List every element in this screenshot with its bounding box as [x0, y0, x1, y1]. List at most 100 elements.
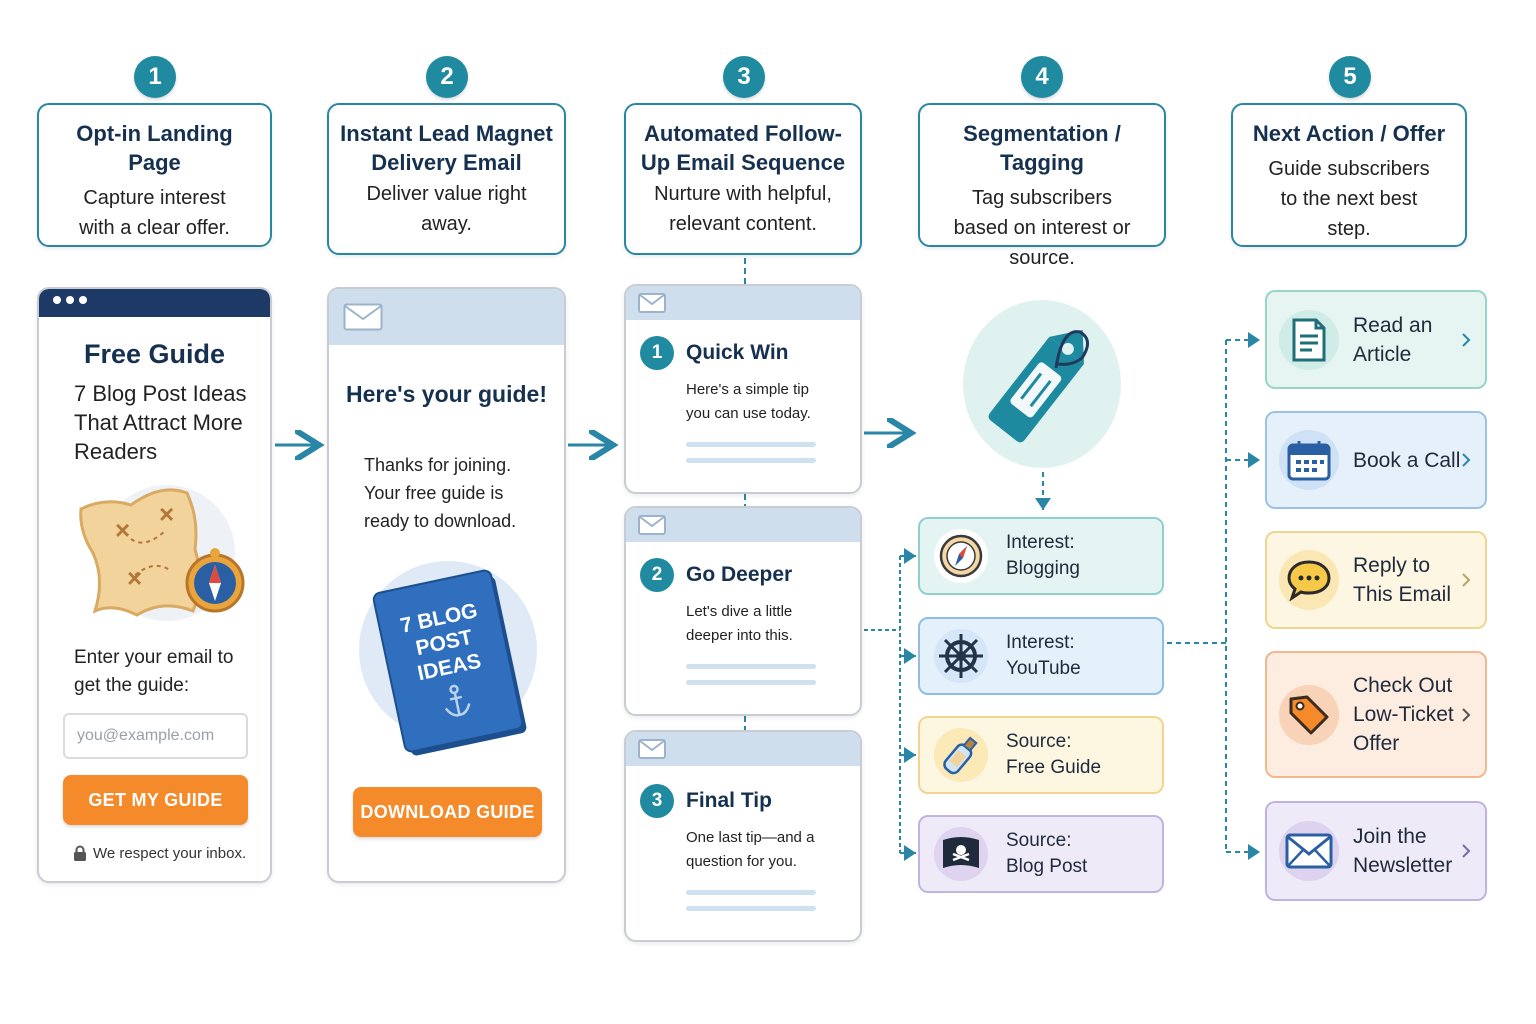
book-icon: 7 BLOG POST IDEAS	[373, 570, 523, 752]
privacy-note: We respect your inbox.	[73, 845, 246, 862]
landing-subtitle: 7 Blog Post Ideas That Attract More Read…	[74, 381, 247, 464]
delivery-body: Thanks for joining. Your free guide is r…	[364, 455, 517, 531]
tag-label: Interest:YouTube	[1006, 632, 1081, 679]
email-input[interactable]: you@example.com	[63, 713, 248, 759]
envelope-icon	[343, 303, 383, 331]
action-label: Reply to This Email	[1353, 554, 1452, 606]
chevron-right-icon	[1462, 573, 1471, 587]
step-description: Tag subscribers based on interest or sou…	[953, 187, 1131, 269]
text-line	[686, 890, 816, 895]
message-bottle-icon	[934, 728, 988, 782]
envelope-icon	[638, 293, 666, 313]
download-guide-button[interactable]: DOWNLOAD GUIDE	[353, 787, 542, 837]
svg-text:×: ×	[127, 563, 142, 593]
step-title: Instant Lead Magnet Delivery Email	[340, 121, 553, 175]
tag-interest-blogging: Interest:Blogging	[918, 517, 1164, 595]
step-header-4: Segmentation / Tagging Tag subscribers b…	[918, 103, 1166, 269]
step-number-5: 5	[1329, 56, 1371, 98]
step-number-4: 4	[1021, 56, 1063, 98]
sequence-email-1: 1 Quick Win Here's a simple tip you can …	[624, 284, 862, 494]
tag-label: Interest:Blogging	[1006, 532, 1080, 579]
book-title: 7 BLOG POST IDEAS	[398, 599, 484, 686]
chat-bubble-icon	[1279, 550, 1339, 610]
sequence-title: Quick Win	[686, 341, 789, 364]
email-header-bar	[626, 508, 860, 542]
envelope-icon	[638, 515, 666, 535]
chevron-right-icon	[1462, 453, 1471, 467]
action-label: Join the Newsletter	[1353, 825, 1453, 877]
pirate-flag-icon	[934, 827, 988, 881]
lock-icon	[74, 845, 86, 861]
sequence-number: 1	[640, 336, 674, 370]
sequence-title: Final Tip	[686, 789, 772, 812]
tag-label: Source:Free Guide	[1006, 731, 1102, 778]
text-line	[686, 458, 816, 463]
sequence-number: 3	[640, 784, 674, 818]
text-line	[686, 680, 816, 685]
step-title: Next Action / Offer	[1252, 121, 1446, 146]
compass-icon	[934, 529, 988, 583]
chevron-right-icon	[1462, 332, 1471, 347]
sequence-email-2: 2 Go Deeper Let's dive a little deeper i…	[624, 506, 862, 716]
treasure-map-icon: × × ×	[79, 485, 245, 621]
action-book-call[interactable]: Book a Call	[1265, 411, 1487, 509]
action-join-newsletter[interactable]: Join the Newsletter	[1265, 801, 1487, 901]
landing-title: Free Guide	[83, 339, 226, 369]
action-low-ticket-offer[interactable]: Check Out Low-Ticket Offer	[1265, 651, 1487, 778]
privacy-text: We respect your inbox.	[93, 845, 247, 862]
tag-label: Source:Blog Post	[1006, 830, 1088, 877]
calendar-icon	[1279, 430, 1339, 490]
sequence-title: Go Deeper	[686, 563, 793, 586]
email-prompt: Enter your email to get the guide:	[74, 647, 234, 696]
sequence-text: One last tip—and a question for you.	[686, 829, 815, 870]
step-number-3: 3	[723, 56, 765, 98]
delivery-email-mockup: Here's your guide! Thanks for joining. Y…	[327, 287, 566, 883]
envelope-icon	[638, 739, 666, 759]
text-line	[686, 906, 816, 911]
action-label: Read an Article	[1353, 313, 1433, 366]
action-reply-email[interactable]: Reply to This Email	[1265, 531, 1487, 629]
step-title: Automated Follow-Up Email Sequence	[640, 121, 846, 175]
get-my-guide-button[interactable]: GET MY GUIDE	[63, 775, 248, 825]
sequence-text: Let's dive a little deeper into this.	[686, 603, 793, 644]
step-number-1: 1	[134, 56, 176, 98]
step-description: Nurture with helpful, relevant content.	[654, 183, 832, 235]
step-title: Segmentation / Tagging	[963, 121, 1121, 175]
tag-interest-youtube: Interest:YouTube	[918, 617, 1164, 695]
delivery-heading: Here's your guide!	[345, 381, 547, 407]
anchor-icon	[444, 684, 471, 717]
chevron-right-icon	[1462, 707, 1471, 722]
tag-source-blog-post: Source:Blog Post	[918, 815, 1164, 893]
sequence-text: Here's a simple tip you can use today.	[686, 381, 811, 422]
action-label: Book a Call	[1353, 448, 1461, 472]
browser-bar	[39, 289, 270, 317]
svg-text:×: ×	[159, 499, 174, 529]
chevron-right-icon	[1462, 844, 1471, 858]
price-tag-icon	[1279, 684, 1339, 745]
action-read-article[interactable]: Read an Article	[1265, 290, 1487, 389]
landing-page-mockup: Free Guide 7 Blog Post Ideas That Attrac…	[37, 287, 272, 883]
sequence-email-3: 3 Final Tip One last tip—and a question …	[624, 730, 862, 942]
text-line	[686, 442, 816, 447]
step-header-3: Automated Follow-Up Email Sequence Nurtu…	[624, 103, 862, 255]
email-header-bar	[329, 289, 564, 345]
step-header-1: Opt-in Landing Page Capture interest wit…	[37, 103, 272, 247]
tag-source-free-guide: Source:Free Guide	[918, 716, 1164, 794]
step-header-5: Next Action / Offer Guide subscribers to…	[1231, 103, 1467, 247]
step-description: Capture interest with a clear offer.	[79, 187, 230, 239]
svg-text:×: ×	[115, 515, 130, 545]
action-label: Check Out Low-Ticket Offer	[1353, 674, 1454, 755]
step-description: Guide subscribers to the next best step.	[1268, 158, 1430, 240]
step-header-2: Instant Lead Magnet Delivery Email Deliv…	[327, 103, 566, 255]
sequence-number: 2	[640, 558, 674, 592]
envelope-icon	[1279, 821, 1339, 881]
tag-icon	[963, 300, 1121, 468]
step-title: Opt-in Landing Page	[76, 121, 233, 175]
ship-wheel-icon	[934, 629, 988, 683]
document-icon	[1279, 309, 1339, 370]
text-line	[686, 664, 816, 669]
email-header-bar	[626, 732, 860, 766]
step-description: Deliver value right away.	[366, 183, 527, 235]
step-number-2: 2	[426, 56, 468, 98]
email-header-bar	[626, 286, 860, 320]
